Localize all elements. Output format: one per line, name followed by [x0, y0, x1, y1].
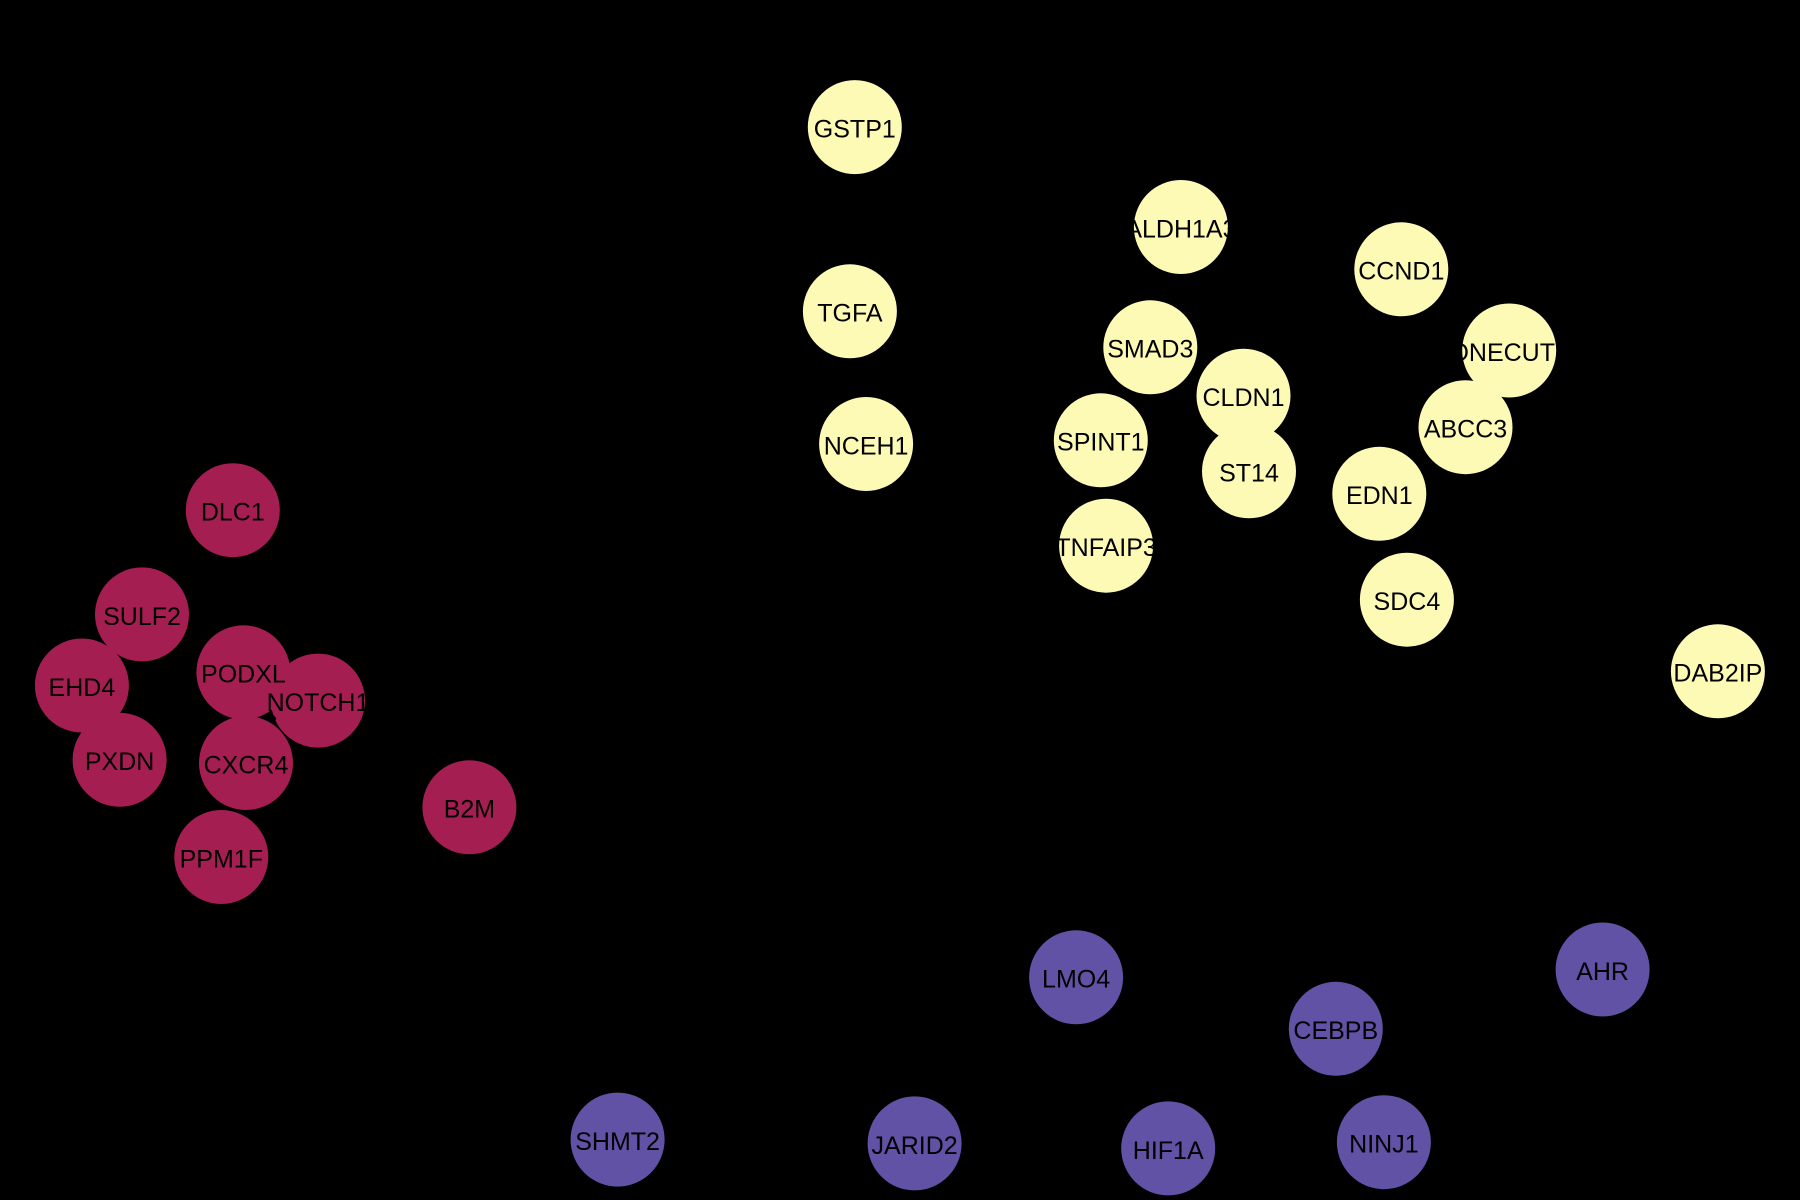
svg-text:LMO4: LMO4: [1042, 966, 1110, 994]
svg-text:CLDN1: CLDN1: [1203, 384, 1285, 412]
svg-text:DLC1: DLC1: [201, 499, 265, 527]
svg-text:TNFAIP3: TNFAIP3: [1055, 534, 1156, 562]
svg-text:TGFA: TGFA: [817, 300, 883, 328]
svg-text:CXCR4: CXCR4: [204, 751, 289, 779]
svg-text:PPM1F: PPM1F: [180, 845, 263, 873]
svg-text:CEBPB: CEBPB: [1293, 1017, 1378, 1045]
svg-text:NINJ1: NINJ1: [1349, 1131, 1418, 1159]
svg-text:EHD4: EHD4: [49, 674, 116, 702]
svg-text:ST14: ST14: [1219, 460, 1279, 488]
svg-text:AHR: AHR: [1576, 958, 1629, 986]
svg-text:NCEH1: NCEH1: [824, 432, 909, 460]
svg-text:B2M: B2M: [444, 796, 495, 824]
svg-text:CCND1: CCND1: [1358, 258, 1444, 286]
svg-text:SDC4: SDC4: [1374, 588, 1441, 616]
svg-text:JARID2: JARID2: [872, 1132, 958, 1160]
svg-text:SPINT1: SPINT1: [1057, 429, 1145, 457]
svg-text:ABCC3: ABCC3: [1424, 416, 1507, 444]
svg-text:EDN1: EDN1: [1346, 482, 1413, 510]
svg-text:SMAD3: SMAD3: [1107, 336, 1193, 364]
svg-text:ALDH1A3: ALDH1A3: [1125, 215, 1236, 243]
svg-text:PXDN: PXDN: [85, 748, 154, 776]
svg-text:PODXL: PODXL: [201, 661, 286, 689]
svg-text:SHMT2: SHMT2: [575, 1128, 660, 1156]
svg-text:DAB2IP: DAB2IP: [1673, 660, 1762, 688]
svg-text:GSTP1: GSTP1: [814, 116, 896, 144]
svg-text:ONECUT2: ONECUT2: [1449, 339, 1568, 367]
svg-text:SULF2: SULF2: [103, 603, 181, 631]
svg-text:HIF1A: HIF1A: [1133, 1137, 1204, 1165]
svg-text:NOTCH1: NOTCH1: [267, 689, 370, 717]
